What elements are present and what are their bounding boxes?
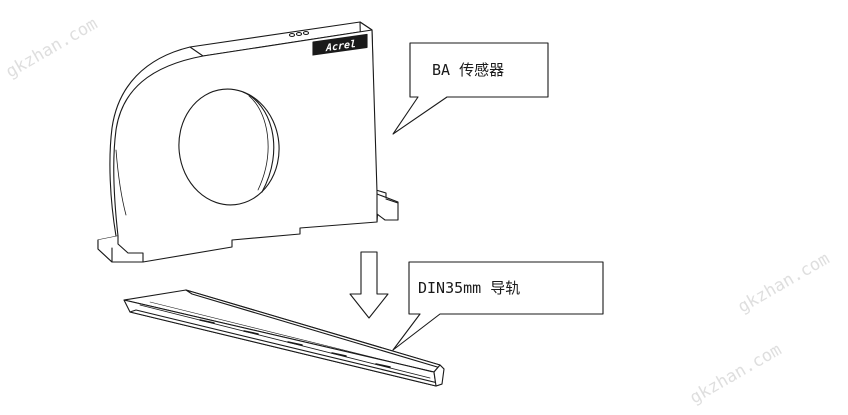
callout-rail-label: DIN35mm 导轨 [418,279,520,297]
indicator-led-3 [302,30,310,36]
brand-logo-mark [315,92,322,102]
indicator-led-2 [295,31,303,37]
callout-sensor-label: BA 传感器 [432,61,504,79]
callout-rail: DIN35mm 导轨 [392,261,604,351]
rail-slot-4 [331,352,347,357]
sensor-hole-inner-depth [248,95,269,191]
brand-logo-plate [312,33,368,56]
watermark-top-left: gkzhan.com [3,14,102,83]
rail-top-flange [123,289,441,373]
callout-sensor-bubble [392,42,549,135]
sensor-body-curve-edge [109,46,191,237]
watermark-bottom-right: gkzhan.com [687,340,786,409]
rail-slot-3 [287,341,303,346]
watermark-right: gkzhan.com [735,249,834,318]
rail-groove-line-2 [149,301,433,373]
sensor-through-hole [178,88,280,206]
rail-slot-1 [199,319,215,324]
sensor-left-foot [97,235,144,263]
rail-slot-2 [243,330,259,335]
sensor-left-bulge [115,149,127,216]
rail-right-end [433,364,445,387]
callout-rail-bubble [392,261,604,351]
ba-sensor: Acrel [97,21,399,263]
sensor-hole-inner-wall [242,91,275,193]
sensor-right-foot [376,193,399,221]
callout-sensor: BA 传感器 [392,42,549,135]
indicator-led-1 [288,32,296,38]
din-rail [123,289,445,387]
foot-edge [385,198,399,204]
rail-slot-5 [375,363,391,368]
down-arrow-icon [349,251,389,319]
brand-logo-text: Acrel [325,39,356,54]
